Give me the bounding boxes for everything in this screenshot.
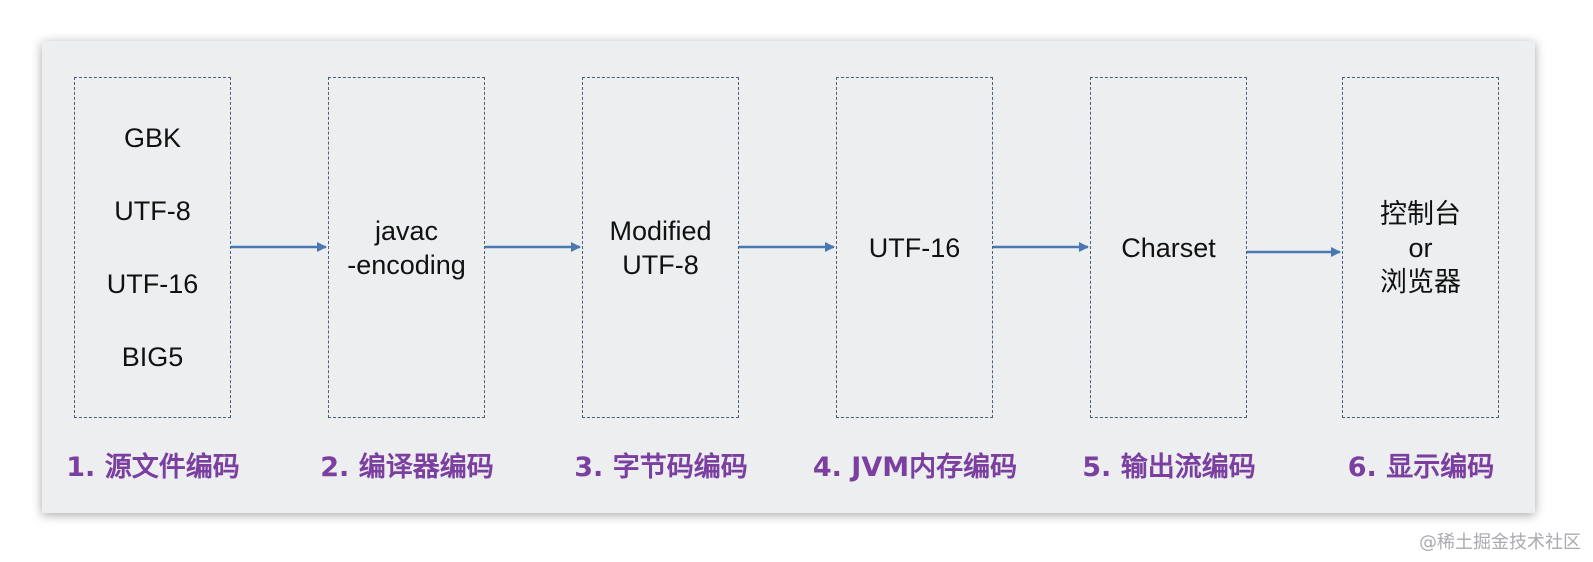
stage-label-1: 1. 源文件编码 (66, 452, 240, 483)
stage-3-line-2: UTF-8 (622, 249, 699, 280)
stage-box-display: 控制台 or 浏览器 (1342, 77, 1499, 418)
stage-6-line-3: 浏览器 (1380, 266, 1461, 297)
diagram-panel: GBK UTF-8 UTF-16 BIG5 1. 源文件编码 javac -en… (42, 41, 1535, 513)
stage-1-line-3: UTF-16 (106, 268, 199, 299)
stage-1-line-2: UTF-8 (114, 196, 191, 227)
stage-box-output-stream: Charset (1090, 77, 1247, 418)
stage-label-3: 3. 字节码编码 (574, 452, 748, 483)
stage-6-line-2: or (1408, 232, 1433, 263)
stage-1-line-4: BIG5 (121, 341, 184, 372)
flow-arrows (231, 242, 1341, 257)
watermark: @稀土掘金技术社区 (1419, 532, 1581, 553)
stage-label-6: 6. 显示编码 (1347, 452, 1495, 483)
stage-5-line-1: Charset (1121, 232, 1216, 263)
stage-4-line-1: UTF-16 (868, 232, 961, 263)
stage-box-source-file: GBK UTF-8 UTF-16 BIG5 (74, 77, 231, 418)
stage-box-compiler: javac -encoding (328, 77, 485, 418)
stage-box-bytecode: Modified UTF-8 (582, 77, 739, 418)
stage-3-line-1: Modified (609, 215, 712, 246)
stage-label-2: 2. 编译器编码 (320, 452, 494, 483)
stage-2-line-2: -encoding (347, 249, 466, 280)
stage-6-line-1: 控制台 (1380, 198, 1461, 229)
stage-1-line-1: GBK (123, 123, 182, 154)
stage-2-line-1: javac (374, 215, 439, 246)
stage-label-4: 4. JVM内存编码 (812, 452, 1018, 483)
stage-label-5: 5. 输出流编码 (1082, 452, 1256, 483)
stage-box-jvm-memory: UTF-16 (836, 77, 993, 418)
